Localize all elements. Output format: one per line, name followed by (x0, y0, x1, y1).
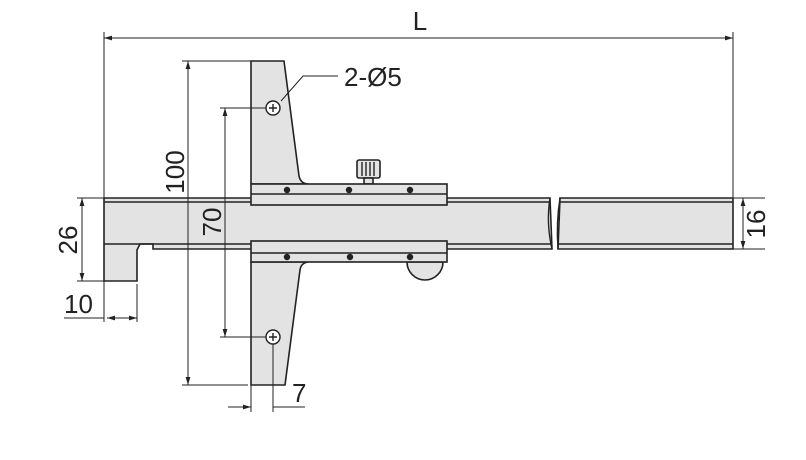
break-lines (547, 197, 561, 250)
dim-beam-width: 16 (733, 197, 771, 250)
mounting-hole-icon (265, 329, 281, 345)
lower-blade (250, 261, 309, 386)
thumb-roller (406, 261, 444, 281)
svg-text:L: L (413, 6, 427, 36)
svg-text:7: 7 (292, 378, 306, 408)
rivets (283, 186, 414, 261)
mounting-hole-icon (265, 100, 281, 116)
dim-blade-length: 100 (160, 60, 251, 386)
svg-text:70: 70 (197, 208, 227, 237)
svg-text:10: 10 (64, 289, 93, 319)
lock-knob (356, 159, 381, 185)
dim-holes: 2-Ø5 (280, 62, 402, 102)
dim-hole-spacing: 70 (197, 107, 266, 338)
svg-text:26: 26 (53, 226, 83, 255)
svg-text:2-Ø5: 2-Ø5 (344, 62, 402, 92)
svg-text:100: 100 (160, 150, 190, 193)
svg-text:16: 16 (741, 210, 771, 239)
slider-upper-plate (250, 183, 448, 206)
dim-length: L (103, 6, 734, 198)
dim-hole-offset: 7 (228, 344, 306, 412)
dim-hook-width: 10 (64, 281, 138, 322)
slider-lower-plate (250, 240, 448, 263)
dim-beam-height: 26 (53, 197, 104, 282)
